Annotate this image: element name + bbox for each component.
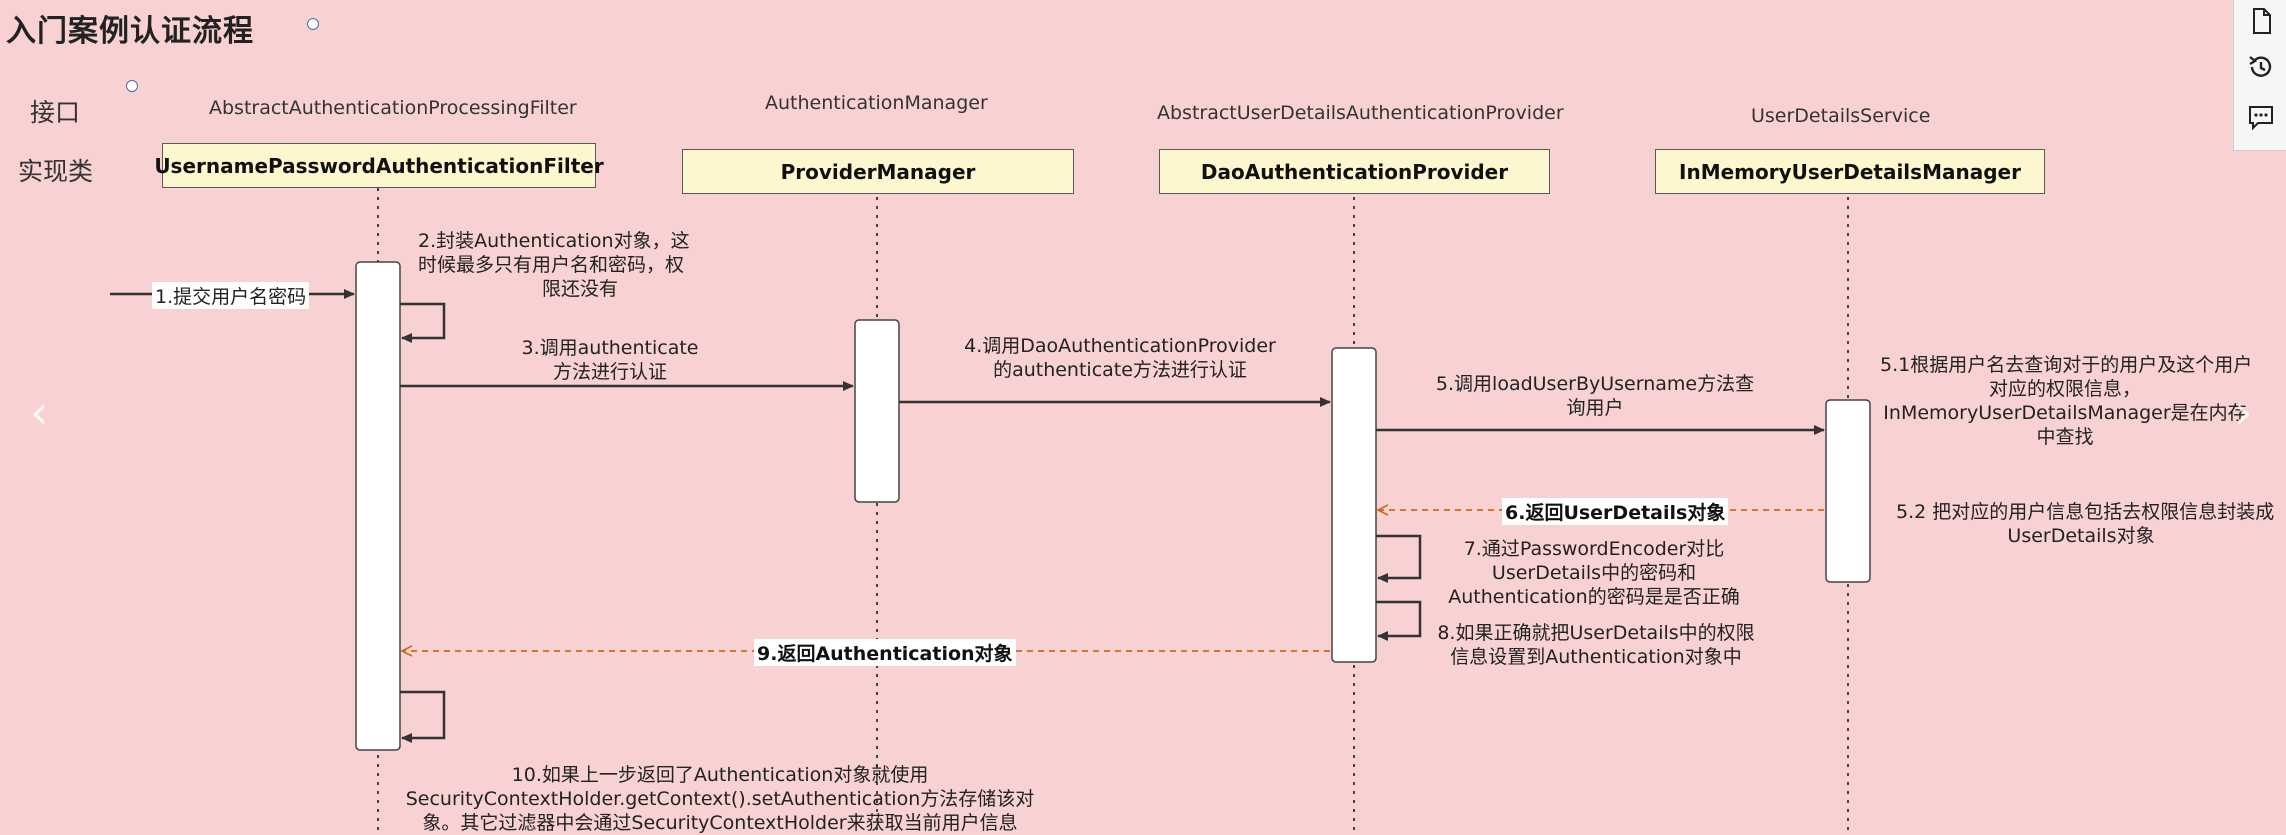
message-2-label: 2.封装Authentication对象，这时候最多只有用户名和密码，权限还没有 [418,230,690,300]
interface-name-filter: AbstractAuthenticationProcessingFilter [209,97,577,119]
row-label-interface: 接口 [30,98,81,127]
row-label-impl: 实现类 [18,157,94,186]
comment-icon[interactable] [2246,102,2276,132]
activation-provider-manager [854,319,900,503]
arrow-10-self [400,690,446,743]
message-5-label: 5.调用loadUserByUsername方法查询用户 [1435,373,1755,419]
interface-name-userdetails-service: UserDetailsService [1751,105,1931,127]
history-icon[interactable] [2246,52,2276,82]
arrow-7-self [1376,534,1422,583]
interface-name-provider: AbstractUserDetailsAuthenticationProvide… [1157,102,1564,124]
activation-filter [355,261,401,751]
arrow-8-self [1376,600,1422,641]
message-9-label: 9.返回Authentication对象 [754,639,1016,666]
message-8-label: 8.如果正确就把UserDetails中的权限信息设置到Authenticati… [1437,622,1755,668]
message-5-1-label: 5.1根据用户名去查询对于的用户及这个用户对应的权限信息，InMemoryUse… [1880,354,2253,448]
arrow-2-self [400,302,446,343]
message-6-label: 6.返回UserDetails对象 [1502,498,1729,525]
message-1-label: 1.提交用户名密码 [152,282,310,309]
prev-arrow-icon[interactable]: ‹ [30,385,49,439]
cursor-marker-2 [126,80,138,92]
interface-name-manager: AuthenticationManager [765,92,988,114]
impl-box-userdetails-manager: InMemoryUserDetailsManager [1655,149,2045,194]
cursor-marker-1 [307,18,319,30]
impl-box-filter: UsernamePasswordAuthenticationFilter [154,143,604,188]
activation-dao-provider [1331,347,1377,663]
page-title: 入门案例认证流程 [6,14,254,49]
impl-box-provider-manager: ProviderManager [682,149,1074,194]
next-arrow-icon[interactable]: › [2234,385,2253,439]
impl-box-dao-provider: DaoAuthenticationProvider [1159,149,1550,194]
side-toolbar [2233,0,2286,151]
activation-userdetails-manager [1825,399,1871,583]
document-icon[interactable] [2246,6,2276,36]
